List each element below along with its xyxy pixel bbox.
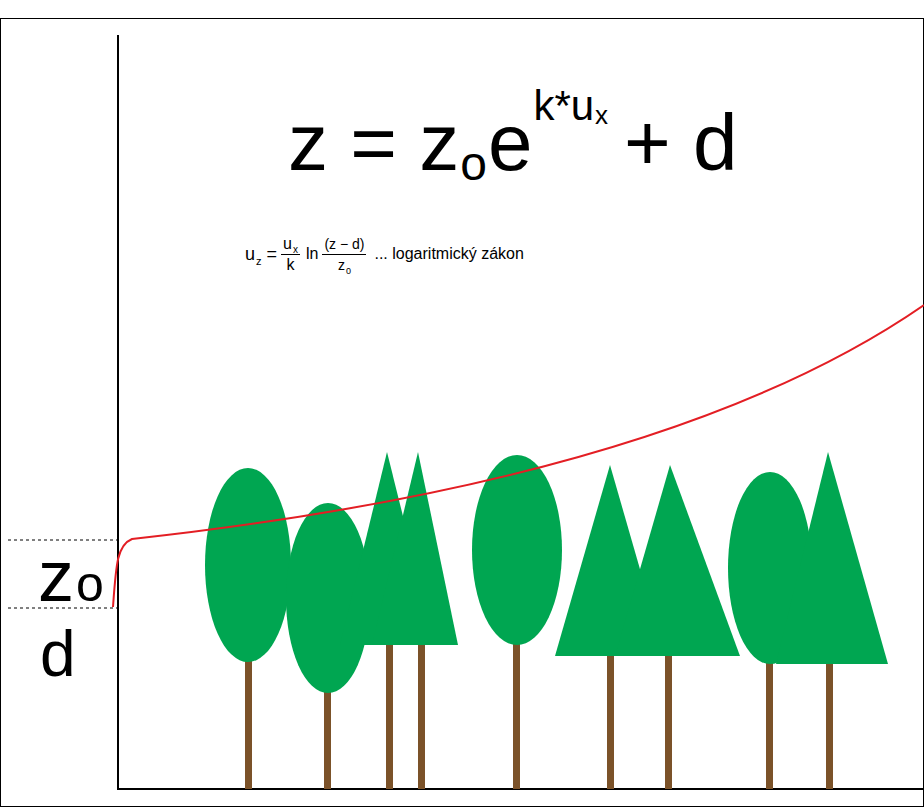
wind-profile — [113, 305, 924, 607]
fraction-denominator: k — [284, 255, 296, 273]
formula-part: = — [267, 245, 278, 263]
formula-part: uz= — [245, 245, 277, 263]
axis — [117, 35, 119, 790]
level-label: o — [76, 559, 104, 609]
formula: z = zoek*ux+ d — [288, 103, 738, 183]
formula-part: (z − d) — [324, 237, 364, 251]
level-label: z — [38, 540, 74, 612]
formula-subscript: 0 — [346, 267, 351, 276]
formula-subscript: o — [460, 140, 487, 188]
level-label: d — [40, 622, 76, 686]
formula: uz= ux k ln (z − d) z0 ... logaritmický … — [245, 232, 524, 276]
formula-part: z — [338, 258, 345, 272]
fraction-numerator: (z − d) — [322, 236, 366, 255]
formula-subscript: x — [293, 245, 298, 255]
formula-part: z = z — [288, 103, 459, 183]
axis — [117, 788, 924, 790]
formula-subscript: x — [595, 102, 608, 128]
formula-part: k — [286, 257, 294, 273]
fraction-denominator: z0 — [336, 255, 353, 273]
formula-part: ... logaritmický zákon — [370, 246, 523, 262]
frame — [1, 19, 924, 807]
formula-superscript: k*u — [533, 85, 594, 127]
tree-crowns — [205, 452, 888, 693]
formula-part: ln — [306, 246, 318, 262]
fraction: (z − d) z0 — [322, 236, 366, 273]
formula-part: ln — [304, 246, 318, 262]
fraction-numerator: ux — [281, 236, 300, 255]
formula-part: + d — [624, 103, 737, 183]
fraction: ux k — [281, 236, 300, 273]
level-label: d — [40, 622, 76, 686]
formula-subscript: z — [256, 256, 262, 267]
formula-part: u — [283, 236, 292, 252]
formula-note: ... logaritmický zákon — [374, 246, 523, 262]
formula-part: e — [488, 103, 533, 183]
formula-part: u — [245, 245, 255, 263]
level-label: zo — [38, 540, 104, 612]
